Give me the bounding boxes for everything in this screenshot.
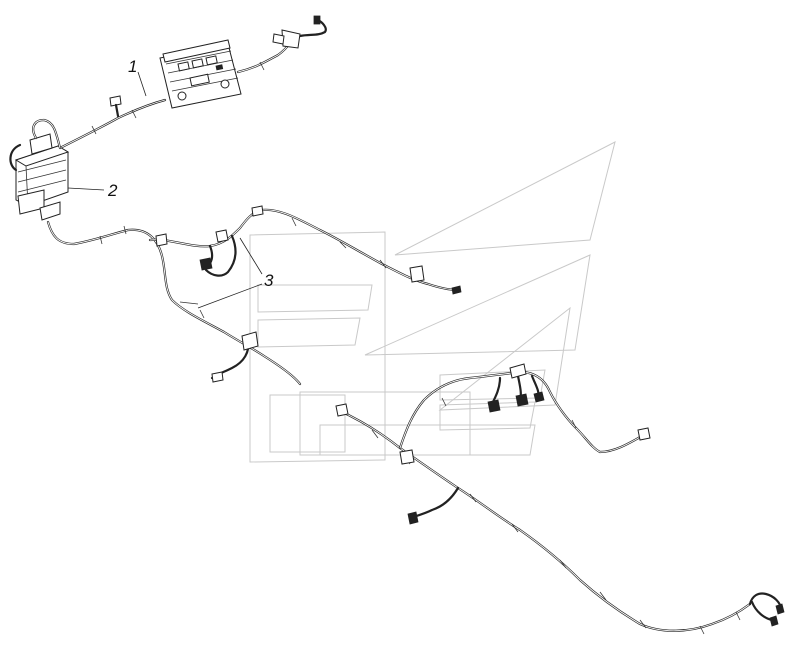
- callout-2: 2: [107, 181, 118, 200]
- main-harness: [46, 205, 462, 386]
- leader-lines: [67, 71, 263, 309]
- leader-3b: [197, 283, 263, 309]
- logo-watermark-icon: [249, 141, 616, 463]
- heater-unit: [9, 118, 70, 221]
- leader-2: [67, 187, 105, 191]
- leader-3a: [239, 237, 263, 275]
- callout-1: 1: [128, 57, 137, 76]
- leader-1: [137, 71, 147, 97]
- control-panel: [159, 39, 242, 109]
- rear-harness: [335, 363, 785, 635]
- callout-3: 3: [264, 271, 274, 290]
- upper-harness: [58, 15, 327, 150]
